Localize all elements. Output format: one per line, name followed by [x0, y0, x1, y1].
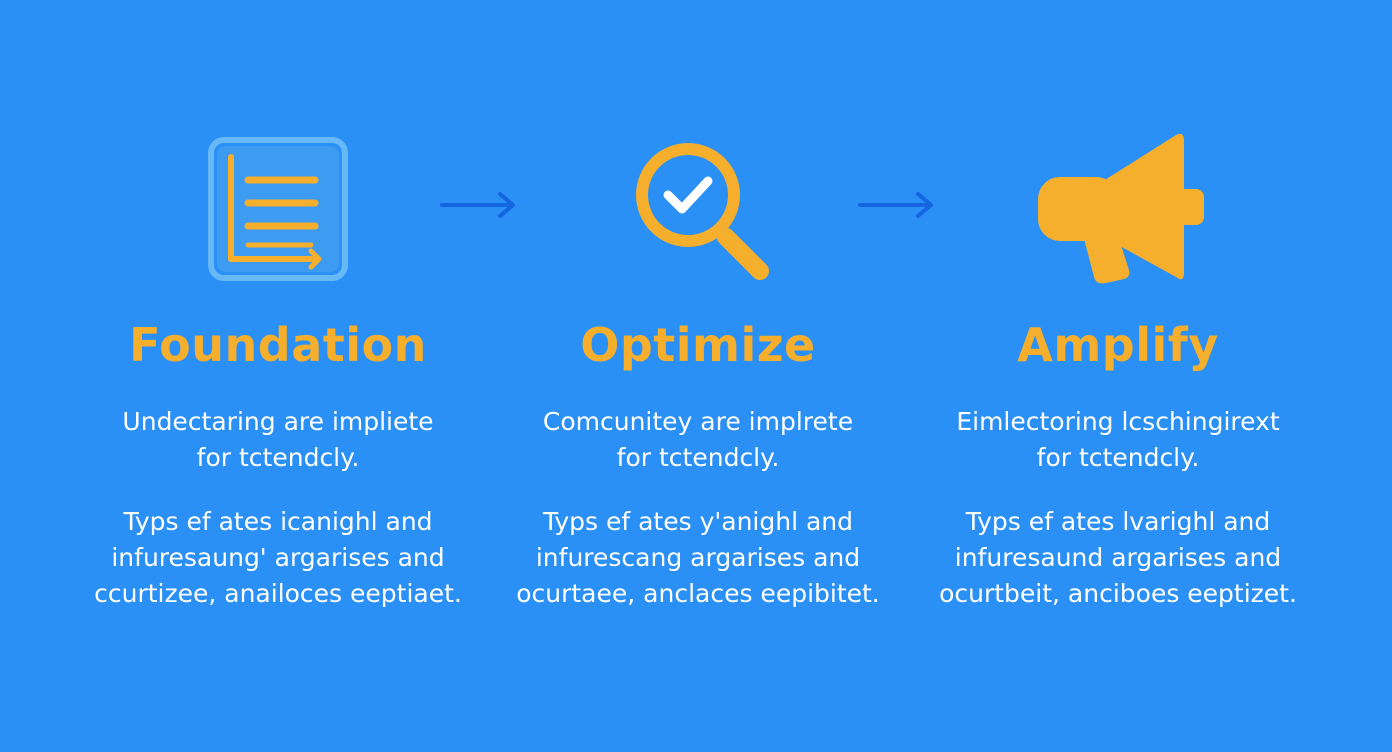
step-title: Optimize [580, 318, 816, 372]
step-description-line: for tctendcly. [616, 443, 780, 472]
step-detail-line: ccurtizee, anailoces eeptiaet. [94, 579, 462, 608]
step-title: Foundation [129, 318, 427, 372]
step-detail-line: ocurtaee, anclaces eepibitet. [516, 579, 880, 608]
step-description-line: Comcunitey are implrete [542, 407, 854, 436]
step-description-line: Undectaring are impliete [122, 407, 434, 436]
step-description-line: for tctendcly. [1036, 443, 1200, 472]
step-title: Amplify [1017, 318, 1219, 372]
step-detail-line: infuresaund argarises and [954, 543, 1282, 572]
step-detail-line: Typs ef ates icanighl and [123, 507, 433, 536]
megaphone-icon [1038, 133, 1204, 284]
step-detail-line: ocurtbeit, ancibоes eeptizet. [939, 579, 1297, 608]
arrow-right-icon [858, 192, 933, 218]
document-list-icon [208, 137, 348, 281]
step-detail-line: Typs ef ates lvarighl and [965, 507, 1271, 536]
step-description-line: for tctendcly. [196, 443, 360, 472]
step-detail-line: infuresaung' argarises and [111, 543, 445, 572]
magnifier-check-icon [636, 143, 769, 280]
arrow-right-icon [440, 192, 515, 218]
step-detail-line: infurescang argarises and [535, 543, 861, 572]
step-detail-line: Typs ef ates y'anighl and [542, 507, 854, 536]
step-description-line: Eimlectoring lcschingirext [956, 407, 1280, 436]
